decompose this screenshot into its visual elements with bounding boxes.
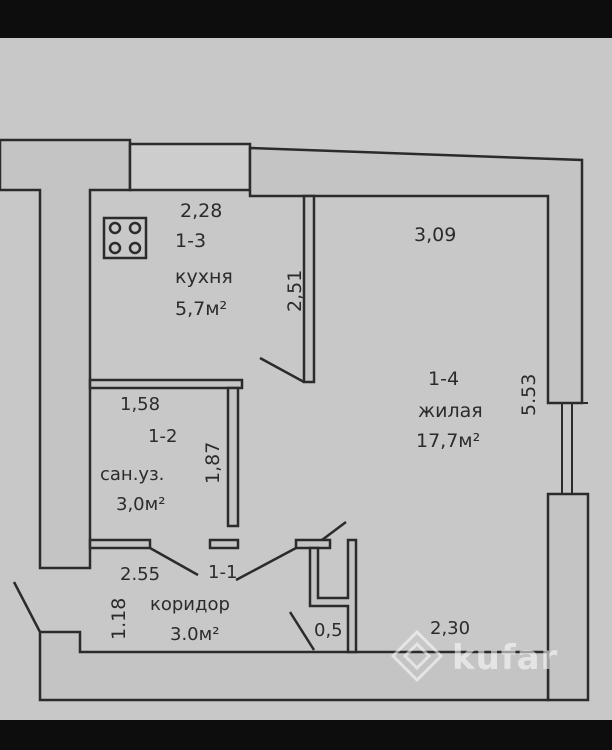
bathroom-area: 3,0м²: [116, 494, 166, 515]
stove-icon: [102, 216, 148, 260]
closet-dimension: 0,5: [314, 620, 343, 641]
bathroom-name: сан.уз.: [100, 464, 165, 485]
bathroom-bottom-partition: [88, 538, 152, 550]
living-door-swing-2: [321, 521, 347, 541]
living-area: 17,7м²: [416, 430, 481, 452]
living-width: 3,09: [414, 224, 457, 246]
watermark-text: kufar: [452, 638, 559, 678]
kitchen-area: 5,7м²: [175, 298, 228, 320]
living-window: [548, 402, 588, 495]
bottom-dimension: 2,30: [430, 618, 471, 639]
kufar-logo-icon: [390, 629, 444, 683]
kitchen-depth: 2,51: [284, 269, 306, 312]
corridor-depth: 1.18: [108, 597, 130, 640]
corridor-area: 3.0м²: [170, 624, 220, 645]
living-depth: 5.53: [518, 373, 540, 416]
bathroom-number: 1-2: [148, 426, 178, 447]
kitchen-partition: [302, 194, 316, 384]
bathroom-depth: 1,87: [202, 441, 224, 484]
kitchen-name: кухня: [175, 266, 233, 288]
bottom-wall: [38, 630, 550, 702]
kitchen-door-swing: [259, 356, 305, 384]
bathroom-door-stub: [208, 538, 240, 550]
corridor-number: 1-1: [208, 562, 238, 583]
front-door-swing: [12, 581, 42, 633]
closet-door-swing: [288, 611, 316, 651]
bathroom-right-partition: [226, 386, 240, 528]
bathroom-width: 1,58: [120, 394, 161, 415]
living-name: жилая: [418, 400, 483, 422]
bathroom-door-swing: [149, 546, 199, 577]
living-door-swing: [235, 546, 297, 582]
living-number: 1-4: [428, 368, 460, 390]
corridor-name: коридор: [150, 594, 230, 615]
kitchen-width: 2,28: [180, 200, 223, 222]
kitchen-window: [128, 142, 252, 192]
corridor-width: 2.55: [120, 564, 161, 585]
bathroom-top-partition: [88, 378, 244, 390]
closet-partition: [308, 538, 358, 654]
kitchen-number: 1-3: [175, 230, 207, 252]
